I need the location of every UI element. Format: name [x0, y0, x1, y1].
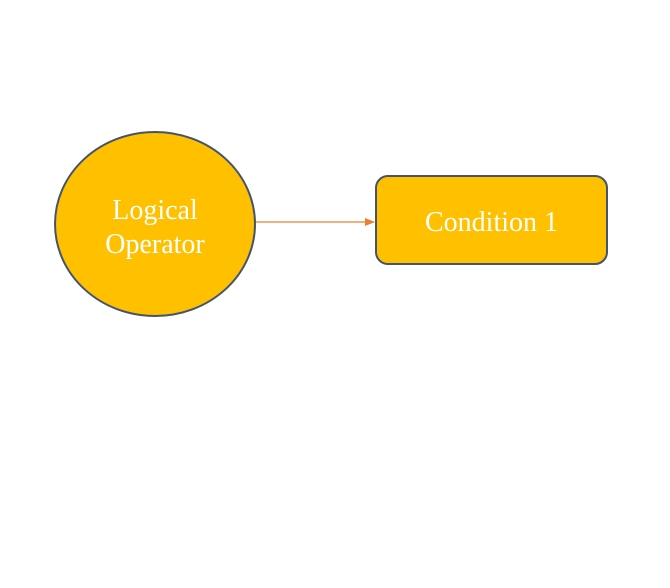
- logical-operator-node[interactable]: Logical Operator: [54, 131, 256, 317]
- logical-operator-label-line-2: Operator: [105, 229, 205, 260]
- logical-operator-label-line-1: Logical: [112, 195, 198, 226]
- condition-1-node[interactable]: Condition 1: [375, 175, 608, 265]
- logical-operator-shape: [54, 131, 256, 317]
- condition-1-label: Condition 1: [425, 207, 558, 238]
- condition-1-shape: [375, 175, 608, 265]
